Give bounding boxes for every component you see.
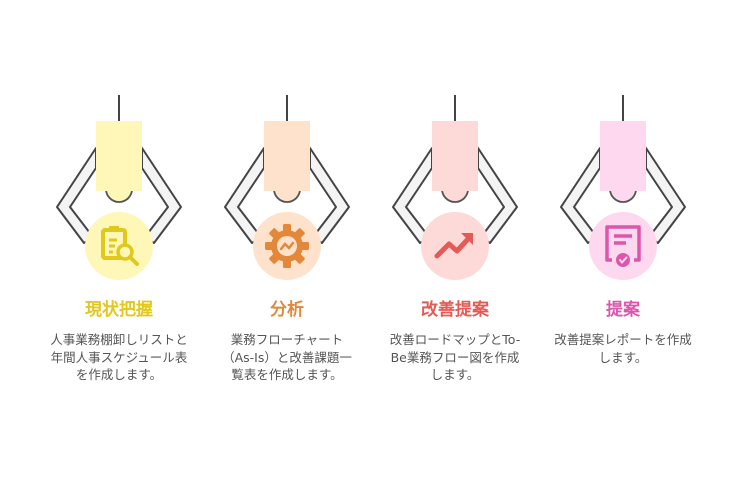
- step-description: 改善提案レポートを作成します。: [554, 332, 692, 365]
- step-title: 現状把握: [85, 300, 153, 320]
- step-title: 分析: [270, 300, 304, 320]
- claw-graphic: [560, 95, 686, 280]
- claw-hub: [273, 188, 301, 203]
- claw-hub: [609, 188, 637, 203]
- claw-body: [432, 121, 478, 191]
- claw-body: [96, 121, 142, 191]
- claw-body: [600, 121, 646, 191]
- claw-graphic: [56, 95, 182, 280]
- step-4: 提案 改善提案レポートを作成します。: [539, 0, 707, 480]
- claw-hub: [441, 188, 469, 203]
- step-3: 改善提案 改善ロードマップとTo-Be業務フロー図を作成します。: [371, 0, 539, 480]
- step-description: 改善ロードマップとTo-Be業務フロー図を作成します。: [389, 332, 521, 382]
- claw-body: [264, 121, 310, 191]
- step-description: 業務フローチャート（As-Is）と改善課題一覧表を作成します。: [222, 332, 352, 382]
- gear-chart-icon: [265, 224, 309, 268]
- clipboard-search-icon: [101, 226, 139, 266]
- claw-graphic: [224, 95, 350, 280]
- step-title: 改善提案: [421, 300, 489, 320]
- icon-circle: [589, 212, 657, 280]
- step-description: 人事業務棚卸しリストと年間人事スケジュール表を作成します。: [50, 332, 188, 382]
- claw-graphic: [392, 95, 518, 280]
- step-2: 分析 業務フローチャート（As-Is）と改善課題一覧表を作成します。: [203, 0, 371, 480]
- step-title: 提案: [606, 300, 640, 320]
- step-1: 現状把握 人事業務棚卸しリストと年間人事スケジュール表を作成します。: [35, 0, 203, 480]
- certificate-icon: [605, 225, 641, 267]
- claw-hub: [105, 188, 133, 203]
- trend-up-icon: [434, 233, 473, 259]
